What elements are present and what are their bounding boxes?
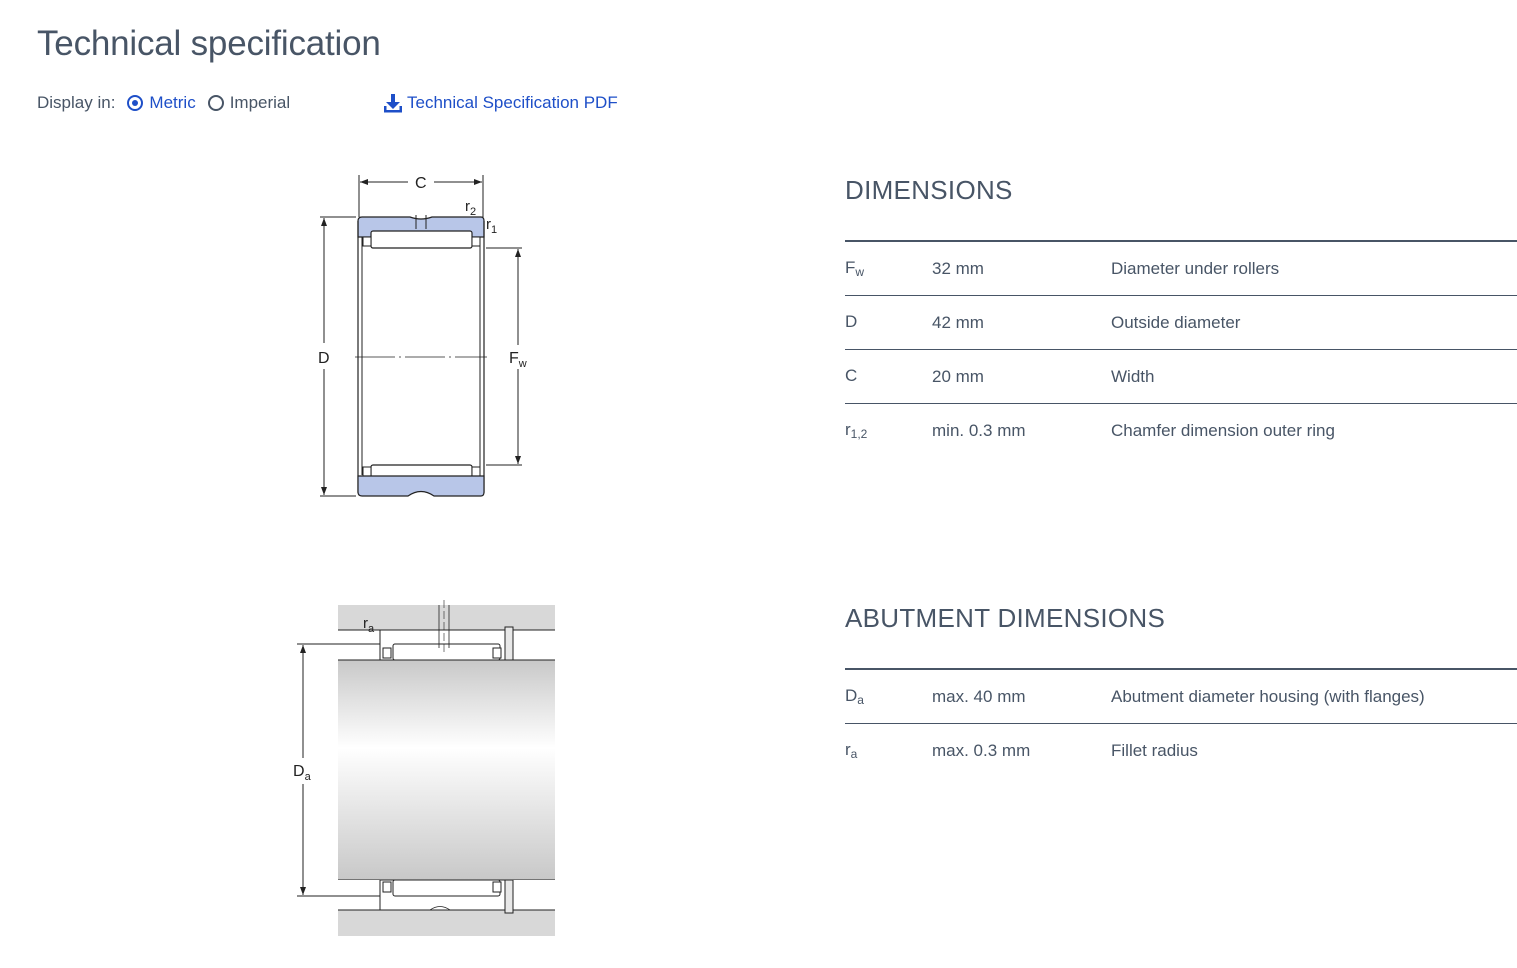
row-value: max. 0.3 mm xyxy=(932,740,1031,760)
row-symbol: Da xyxy=(845,669,932,724)
abutment-title: ABUTMENT DIMENSIONS xyxy=(845,603,1166,633)
label-fw: Fw xyxy=(509,350,527,370)
radio-imperial[interactable]: Imperial xyxy=(207,93,291,113)
radio-metric-label[interactable]: Metric xyxy=(149,93,196,112)
table-row: r1,2 min. 0.3 mm Chamfer dimension outer… xyxy=(845,404,1517,458)
download-icon xyxy=(384,94,402,113)
row-description: Fillet radius xyxy=(1111,740,1198,760)
row-value: 32 mm xyxy=(932,241,1111,296)
table-row: C 20 mm Width xyxy=(845,349,1517,404)
row-symbol: r1,2 xyxy=(845,420,868,441)
row-symbol: Fw xyxy=(845,241,932,296)
label-da: Da xyxy=(293,763,312,783)
row-symbol: C xyxy=(845,349,932,404)
row-symbol: ra xyxy=(845,740,858,761)
radio-metric[interactable]: Metric xyxy=(127,93,196,113)
table-row: Fw 32 mm Diameter under rollers xyxy=(845,241,1517,296)
table-row: Da max. 40 mm Abutment diameter housing … xyxy=(845,669,1517,724)
display-label: Display in: xyxy=(37,93,116,112)
dimensions-title: DIMENSIONS xyxy=(845,175,1013,205)
radio-checked-icon[interactable] xyxy=(127,95,144,111)
label-d: D xyxy=(318,350,330,367)
row-value: 20 mm xyxy=(932,349,1111,404)
row-symbol: D xyxy=(845,295,932,350)
row-description: Diameter under rollers xyxy=(1111,241,1517,296)
row-value: min. 0.3 mm xyxy=(932,420,1026,440)
label-ra: ra xyxy=(363,615,375,635)
label-r1: r1 xyxy=(486,216,497,236)
row-description: Outside diameter xyxy=(1111,295,1517,350)
label-r2: r2 xyxy=(465,198,476,218)
row-description: Width xyxy=(1111,349,1517,404)
table-row: D 42 mm Outside diameter xyxy=(845,295,1517,350)
row-description: Abutment diameter housing (with flanges) xyxy=(1111,669,1517,724)
radio-imperial-label[interactable]: Imperial xyxy=(229,93,291,112)
row-value: 42 mm xyxy=(932,295,1111,350)
bearing-dimensions-drawing: C r2 r1 D Fw xyxy=(318,175,527,497)
technical-spec-pdf-link[interactable]: Technical Specification PDF xyxy=(383,93,618,113)
table-row: ra max. 0.3 mm Fillet radius xyxy=(845,724,1517,778)
radio-unchecked-icon[interactable] xyxy=(207,95,224,111)
abutment-table: Da max. 40 mm Abutment diameter housing … xyxy=(845,668,1517,777)
display-units-selector: Display in: Metric Imperial xyxy=(37,93,302,113)
pdf-link-label[interactable]: Technical Specification PDF xyxy=(407,93,618,112)
label-c: C xyxy=(415,175,427,192)
row-value: max. 40 mm xyxy=(932,669,1111,724)
abutment-dimensions-drawing: ra Da xyxy=(293,600,555,936)
row-description: Chamfer dimension outer ring xyxy=(1111,420,1335,440)
page-title: Technical specification xyxy=(37,24,381,63)
dimensions-table: Fw 32 mm Diameter under rollers D 42 mm … xyxy=(845,240,1517,457)
